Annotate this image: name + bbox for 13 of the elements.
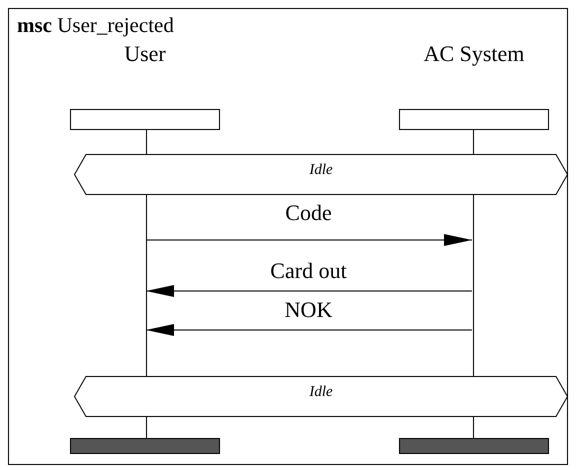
- instance-end-bar: [70, 438, 220, 454]
- condition-label: Idle: [309, 384, 333, 401]
- condition-label: Idle: [309, 162, 333, 179]
- frame-label: msc User_rejected: [17, 13, 174, 38]
- message-label: NOK: [284, 297, 332, 323]
- message-arrow: [146, 285, 472, 297]
- message-arrow: [146, 234, 472, 246]
- message-label: Code: [285, 200, 332, 226]
- instance-end-bar: [399, 438, 549, 454]
- message-arrow: [146, 324, 472, 336]
- instance-name: User: [123, 41, 167, 67]
- message-label: Card out: [270, 258, 347, 284]
- instance-name: AC System: [422, 41, 526, 67]
